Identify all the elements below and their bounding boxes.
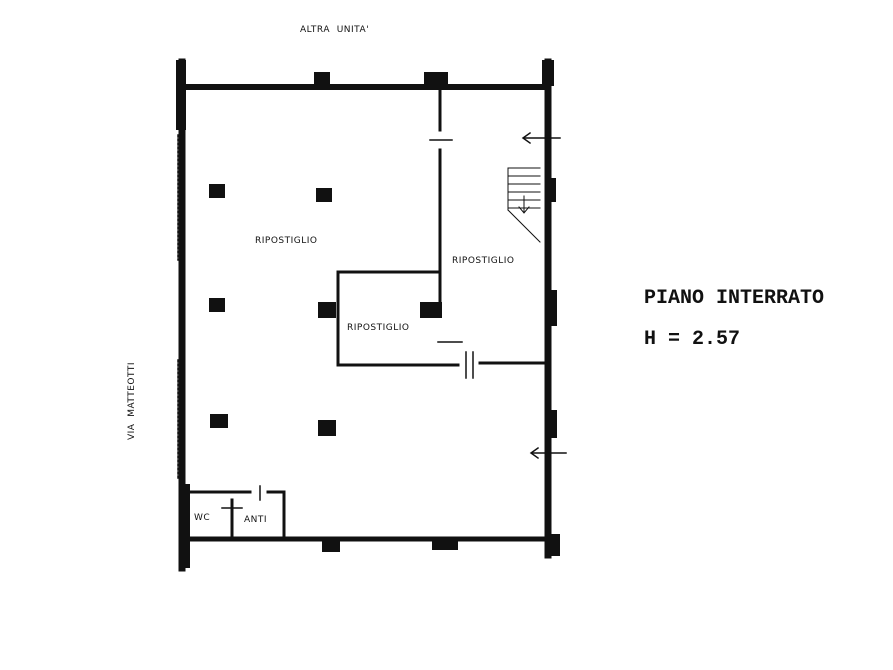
street-label: VIA MATTEOTTI (127, 362, 137, 440)
entry-arrow-upper (521, 131, 561, 145)
column-1 (209, 184, 225, 198)
column-2 (316, 188, 332, 202)
room-center-label: RIPOSTIGLIO (347, 323, 410, 333)
staircase (507, 167, 541, 243)
pier-bottom-right (546, 534, 560, 556)
floor-name: PIANO INTERRATO (644, 287, 824, 310)
floor-height: H = 2.57 (644, 328, 740, 351)
column-5 (420, 302, 442, 318)
pier-left-top (176, 60, 186, 130)
pier-right-1 (548, 178, 556, 202)
column-4 (318, 302, 336, 318)
entry-arrow-lower (529, 446, 567, 460)
column-3 (209, 298, 225, 312)
pier-top-right (542, 60, 554, 86)
pier-right-3 (548, 410, 557, 438)
wc-label: WC (194, 513, 210, 523)
top-neighbor-label: ALTRA UNITA' (300, 25, 369, 35)
pier-bottom-2 (432, 540, 458, 550)
room-right-label: RIPOSTIGLIO (452, 256, 515, 266)
pier-top-1 (314, 72, 330, 86)
pier-right-2 (548, 290, 557, 326)
column-6 (210, 414, 228, 428)
pier-top-2 (424, 72, 448, 86)
anti-label: ANTI (244, 515, 267, 525)
room-main-label: RIPOSTIGLIO (255, 236, 318, 246)
pier-left-bottom (180, 484, 190, 568)
pier-bottom-1 (322, 540, 340, 552)
column-7 (318, 420, 336, 436)
